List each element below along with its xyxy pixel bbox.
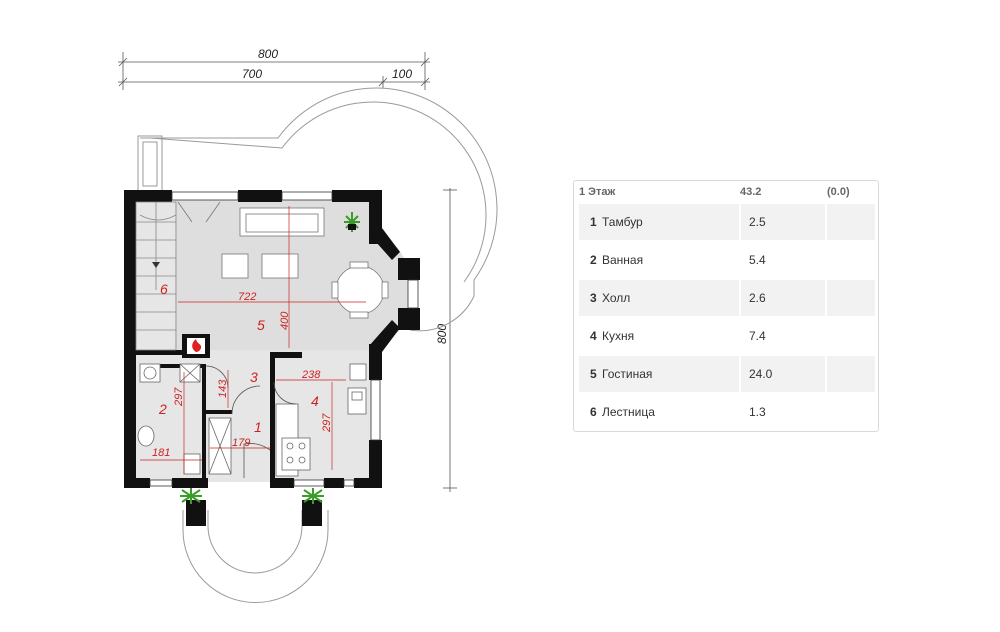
dim-total-width: 800 <box>258 47 278 61</box>
room-number: 1 <box>590 215 597 229</box>
room-area: 2.6 <box>749 291 766 305</box>
dim-kitchen-depth: 297 <box>321 413 333 433</box>
total-area: 43.2 <box>740 186 762 198</box>
room-area: 5.4 <box>749 253 766 267</box>
room-name: Тамбур <box>602 215 643 229</box>
table-row: 2 Ванная 5.4 <box>579 242 875 278</box>
room-number: 2 <box>590 253 597 267</box>
room-number-3: 3 <box>250 369 258 385</box>
room-area: 24.0 <box>749 367 773 381</box>
room-area: 7.4 <box>749 329 766 343</box>
floor-plan: 800 700 100 800 <box>118 47 498 603</box>
walls <box>124 190 420 526</box>
room-number-5: 5 <box>257 317 265 333</box>
bathroom-fixtures <box>137 363 232 475</box>
kitchen-fixtures <box>275 363 367 477</box>
extra-area: (0.0) <box>827 186 850 198</box>
table-row: 5 Гостиная 24.0 <box>579 356 875 392</box>
dim-vestibule-width: 179 <box>232 437 250 449</box>
room-name: Лестница <box>602 405 655 419</box>
table-row: 1 Тамбур 2.5 <box>579 204 875 240</box>
top-dimension-lines <box>118 52 457 492</box>
room-number: 5 <box>590 367 597 381</box>
room-number: 3 <box>590 291 597 305</box>
room-area: 1.3 <box>749 405 766 419</box>
dim-bay-width: 100 <box>392 67 412 81</box>
room-number-2: 2 <box>158 401 167 417</box>
plant-pots <box>348 224 356 230</box>
table-header: 1 Этаж 43.2 (0.0) <box>574 181 878 203</box>
stair-arrow-icon <box>152 262 160 268</box>
room-number: 4 <box>590 329 597 343</box>
room-number-4: 4 <box>311 393 319 409</box>
terrace-outline <box>137 87 498 603</box>
windows <box>149 191 419 487</box>
dim-hall-depth: 143 <box>217 379 229 398</box>
fire-icon <box>192 339 202 352</box>
floor-label: 1 Этаж <box>579 186 616 198</box>
room-number-6: 6 <box>160 281 168 297</box>
room-number-1: 1 <box>254 419 262 435</box>
dim-total-depth: 800 <box>435 324 449 344</box>
room-name: Гостиная <box>602 367 653 381</box>
room-area-table: 1 Этаж 43.2 (0.0) 1 Тамбур 2.5 2 Ванная … <box>573 180 879 432</box>
room-name: Кухня <box>602 329 635 343</box>
dim-bath-width: 181 <box>152 447 170 459</box>
dim-main-width: 700 <box>242 67 262 81</box>
table-row: 3 Холл 2.6 <box>579 280 875 316</box>
dim-living-width: 722 <box>238 291 256 303</box>
inner-dimension-lines <box>140 206 366 474</box>
room-name: Холл <box>602 291 631 305</box>
room-number: 6 <box>590 405 597 419</box>
room-name: Ванная <box>602 253 644 267</box>
staircase <box>135 201 177 351</box>
table-row: 6 Лестница 1.3 <box>579 394 875 430</box>
room-area: 2.5 <box>749 215 766 229</box>
dim-living-depth: 400 <box>279 311 291 330</box>
dim-bath-depth: 297 <box>173 387 185 407</box>
table-row: 4 Кухня 7.4 <box>579 318 875 354</box>
dim-kitchen-width: 238 <box>301 369 321 381</box>
